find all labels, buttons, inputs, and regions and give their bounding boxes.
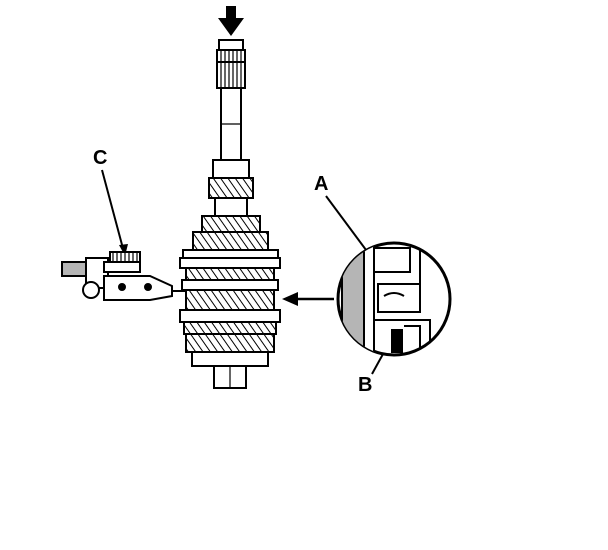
detail-magnifier: [336, 241, 452, 357]
gear-stack: [179, 215, 281, 389]
callout-c: C: [93, 147, 108, 169]
left-arrow-icon: [282, 292, 334, 306]
callout-a: A: [314, 173, 329, 195]
leader-a: [325, 195, 373, 259]
down-arrow-icon: [218, 6, 244, 36]
leader-c: [101, 169, 126, 257]
dial-indicator: [61, 251, 186, 301]
callout-b: B: [358, 374, 373, 396]
mainshaft: [208, 39, 254, 217]
